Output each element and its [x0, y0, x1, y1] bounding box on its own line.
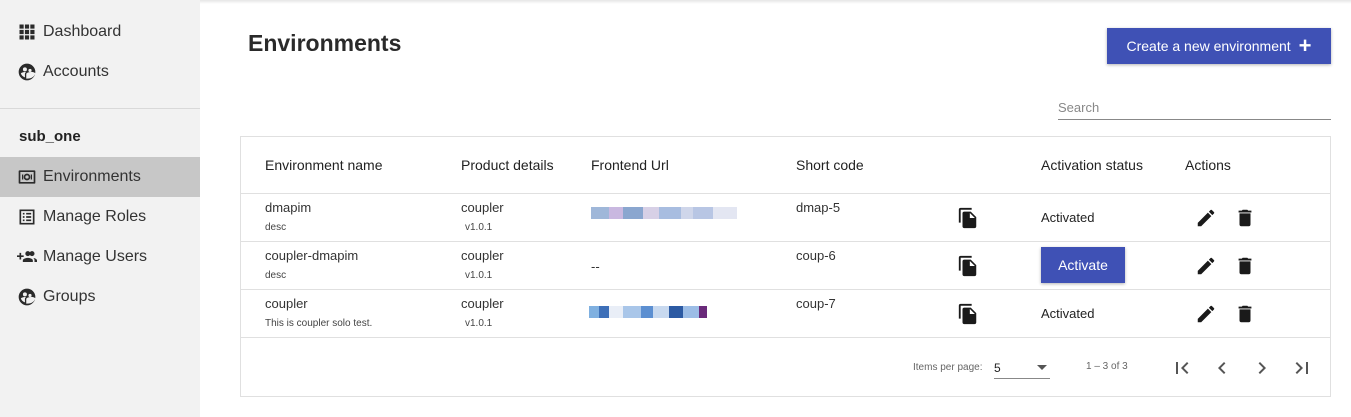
environment-icon — [17, 167, 37, 187]
people-circle-icon — [17, 62, 37, 82]
sidebar-item-label: Manage Users — [43, 248, 148, 265]
environment-name: coupler-dmapim — [265, 248, 359, 263]
environments-table: Environment name Product details Fronten… — [240, 136, 1331, 397]
column-header-actions: Actions — [1185, 157, 1231, 173]
activate-button[interactable]: Activate — [1041, 247, 1125, 283]
sidebar-item-label: Dashboard — [43, 23, 122, 40]
page-size-value: 5 — [994, 360, 1001, 375]
sidebar-item-accounts[interactable]: Accounts — [0, 52, 200, 92]
create-environment-button[interactable]: Create a new environment + — [1107, 28, 1331, 64]
environment-description: desc — [265, 270, 287, 281]
environment-description: This is coupler solo test. — [265, 318, 373, 329]
edit-icon[interactable] — [1195, 207, 1217, 229]
list-icon — [17, 207, 37, 227]
column-header-product-details[interactable]: Product details — [461, 157, 554, 173]
sidebar-item-manage-roles[interactable]: Manage Roles — [0, 197, 200, 237]
last-page-button[interactable] — [1290, 356, 1314, 380]
topbar-shadow — [200, 0, 1351, 4]
delete-icon[interactable] — [1234, 303, 1256, 325]
edit-icon[interactable] — [1195, 255, 1217, 277]
row-divider — [241, 337, 1330, 338]
copy-icon[interactable] — [957, 303, 979, 325]
search-input[interactable] — [1058, 96, 1331, 118]
row-divider — [241, 241, 1330, 242]
row-divider — [241, 289, 1330, 290]
add-user-icon — [17, 247, 37, 267]
page-title: Environments — [248, 30, 402, 56]
sidebar-item-label: Manage Roles — [43, 208, 147, 225]
chevron-left-icon — [1210, 356, 1234, 380]
search-field — [1058, 96, 1331, 120]
items-per-page-label: Items per page: — [913, 362, 983, 373]
sidebar-item-label: Groups — [43, 288, 96, 305]
environment-name: dmapim — [265, 200, 312, 215]
product-name: coupler — [461, 296, 504, 311]
frontend-url-redacted — [589, 306, 707, 318]
page-size-select[interactable]: 5 — [994, 357, 1050, 379]
status-badge: Activated — [1041, 210, 1095, 225]
environment-name: coupler — [265, 296, 308, 311]
column-header-frontend-url[interactable]: Frontend Url — [591, 157, 669, 173]
next-page-button[interactable] — [1250, 356, 1274, 380]
sidebar-divider — [0, 108, 200, 109]
column-header-environment-name[interactable]: Environment name — [265, 157, 383, 173]
frontend-url: -- — [591, 259, 600, 274]
page-range-label: 1 – 3 of 3 — [1086, 361, 1128, 372]
copy-icon[interactable] — [957, 255, 979, 277]
delete-icon[interactable] — [1234, 255, 1256, 277]
frontend-url-redacted — [591, 207, 737, 219]
chevron-right-icon — [1250, 356, 1274, 380]
sidebar-item-manage-users[interactable]: Manage Users — [0, 237, 200, 277]
sidebar-item-groups[interactable]: Groups — [0, 277, 200, 317]
sidebar: Dashboard Accounts sub_one Environments … — [0, 0, 200, 417]
sidebar-section-label: sub_one — [19, 128, 81, 145]
short-code: coup-7 — [796, 296, 836, 311]
create-environment-label: Create a new environment — [1126, 38, 1291, 54]
sidebar-item-label: Environments — [43, 168, 141, 185]
first-page-button[interactable] — [1170, 356, 1194, 380]
product-version: v1.0.1 — [465, 270, 493, 281]
product-name: coupler — [461, 248, 504, 263]
copy-icon[interactable] — [957, 207, 979, 229]
people-circle-icon — [17, 287, 37, 307]
product-version: v1.0.1 — [465, 318, 493, 329]
status-badge: Activated — [1041, 306, 1095, 321]
plus-icon: + — [1298, 33, 1312, 58]
product-name: coupler — [461, 200, 504, 215]
last-page-icon — [1290, 356, 1314, 380]
sidebar-item-dashboard[interactable]: Dashboard — [0, 12, 200, 52]
column-header-short-code[interactable]: Short code — [796, 157, 864, 173]
sidebar-item-label: Accounts — [43, 63, 109, 80]
first-page-icon — [1170, 356, 1194, 380]
product-version: v1.0.1 — [465, 222, 493, 233]
short-code: coup-6 — [796, 248, 836, 263]
caret-down-icon — [1037, 365, 1047, 370]
sidebar-item-environments[interactable]: Environments — [0, 157, 200, 197]
edit-icon[interactable] — [1195, 303, 1217, 325]
delete-icon[interactable] — [1234, 207, 1256, 229]
previous-page-button[interactable] — [1210, 356, 1234, 380]
short-code: dmap-5 — [796, 200, 841, 215]
row-divider — [241, 193, 1330, 194]
column-header-activation-status[interactable]: Activation status — [1041, 157, 1143, 173]
environment-description: desc — [265, 222, 287, 233]
grid-icon — [17, 22, 37, 42]
